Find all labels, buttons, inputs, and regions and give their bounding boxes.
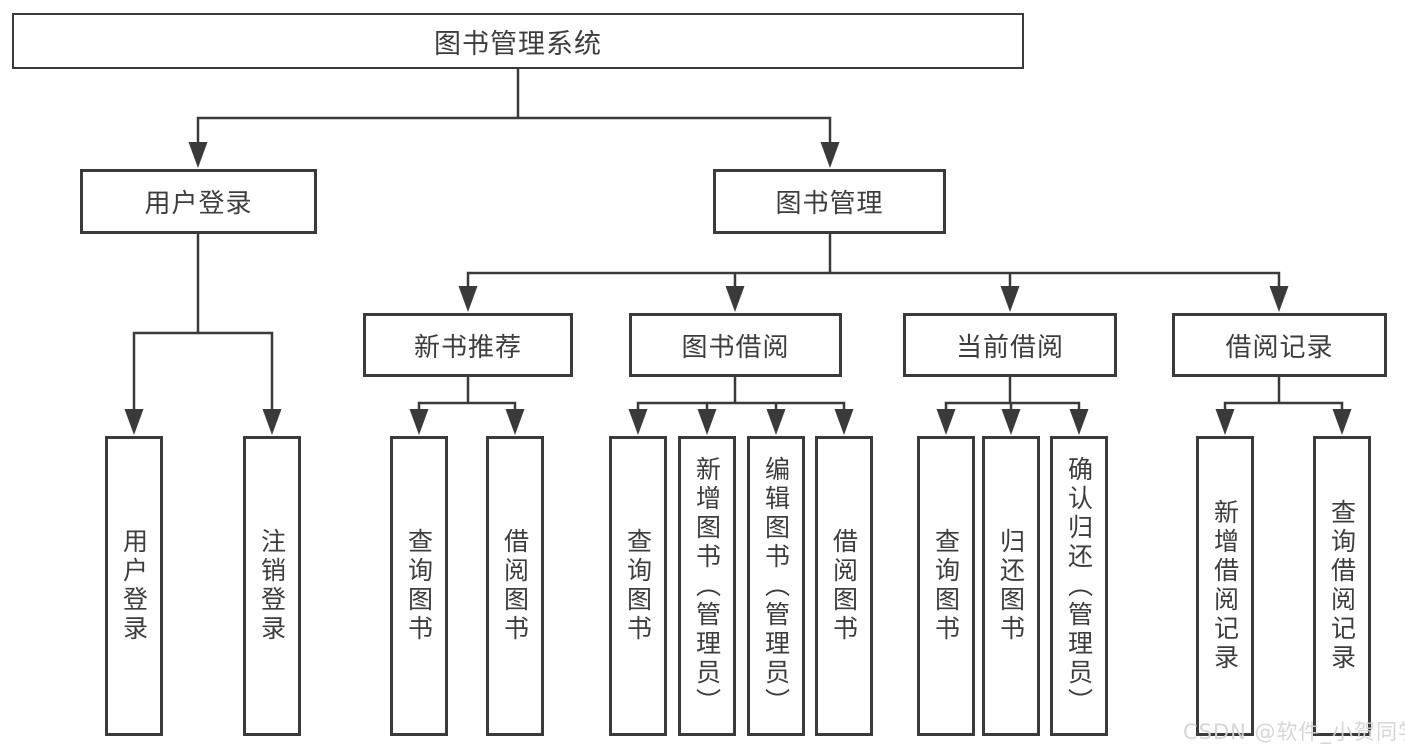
- leaf-borrow-borrow-books: 借阅图书: [815, 436, 873, 736]
- leaf-user-login: 用户登录: [105, 436, 163, 736]
- arrowhead-down-icon: [1269, 286, 1289, 312]
- arrowhead-down-icon: [505, 409, 525, 435]
- node-label: 注销登录: [257, 528, 287, 644]
- node-label: 借阅图书: [500, 528, 530, 644]
- node-label: 确认归还（管理员）: [1064, 455, 1094, 717]
- node-label: 借阅图书: [829, 528, 859, 644]
- node-book-borrow: 图书借阅: [629, 313, 842, 377]
- node-label: 图书借阅: [681, 332, 790, 363]
- node-borrow-records: 借阅记录: [1172, 313, 1387, 377]
- node-label: 编辑图书（管理员）: [761, 455, 791, 717]
- arrowhead-down-icon: [725, 286, 745, 312]
- leaf-newbook-borrow-books: 借阅图书: [486, 436, 544, 736]
- leaf-current-return-books: 归还图书: [982, 436, 1040, 736]
- arrowhead-down-icon: [834, 409, 854, 435]
- arrowhead-down-icon: [936, 409, 956, 435]
- connector-userlogin-to-leaves: [132, 233, 274, 415]
- arrowhead-down-icon: [262, 409, 282, 435]
- arrowhead-down-icon: [124, 409, 144, 435]
- arrowhead-down-icon: [697, 409, 717, 435]
- leaf-newbook-query-books: 查询图书: [390, 436, 448, 736]
- node-label: 图书管理: [775, 189, 884, 219]
- node-label: 借阅记录: [1225, 332, 1334, 363]
- arrowhead-down-icon: [628, 409, 648, 435]
- arrowhead-down-icon: [1215, 409, 1235, 435]
- leaf-current-confirm-return-admin: 确认归还（管理员）: [1050, 436, 1108, 736]
- arrowhead-down-icon: [409, 409, 429, 435]
- node-label: 用户登录: [119, 528, 149, 644]
- arrowhead-down-icon: [458, 286, 478, 312]
- leaf-record-query-borrow-record: 查询借阅记录: [1313, 436, 1371, 736]
- node-label: 查询图书: [931, 528, 961, 644]
- leaf-borrow-add-books-admin: 新增图书（管理员）: [678, 436, 736, 736]
- node-label: 图书管理系统: [434, 28, 602, 60]
- connector-borrowrecord-to-leaves: [1223, 376, 1344, 415]
- arrowhead-down-icon: [766, 409, 786, 435]
- node-label: 查询图书: [623, 528, 653, 644]
- leaf-borrow-edit-books-admin: 编辑图书（管理员）: [747, 436, 805, 736]
- leaf-borrow-query-books: 查询图书: [609, 436, 667, 736]
- node-label: 新增借阅记录: [1210, 499, 1240, 673]
- arrowheads: [124, 142, 1352, 435]
- node-label: 当前借阅: [955, 332, 1064, 363]
- node-label: 查询图书: [404, 528, 434, 644]
- arrowhead-down-icon: [820, 142, 840, 168]
- arrowhead-down-icon: [1001, 409, 1021, 435]
- connector-newbook-to-leaves: [417, 376, 517, 415]
- leaf-logout: 注销登录: [243, 436, 301, 736]
- arrowhead-down-icon: [188, 142, 208, 168]
- node-book-management: 图书管理: [713, 169, 946, 234]
- arrowhead-down-icon: [1069, 409, 1089, 435]
- node-current-borrow: 当前借阅: [903, 313, 1117, 377]
- node-label: 查询借阅记录: [1327, 499, 1357, 673]
- node-label: 新增图书（管理员）: [692, 455, 722, 717]
- leaf-record-add-borrow-record: 新增借阅记录: [1196, 436, 1254, 736]
- leaf-current-query-books: 查询图书: [917, 436, 975, 736]
- connector-root-to-level2: [196, 69, 832, 150]
- arrowhead-down-icon: [1332, 409, 1352, 435]
- node-user-login: 用户登录: [80, 169, 317, 234]
- node-label: 用户登录: [144, 189, 253, 219]
- csdn-watermark: CSDN @软件_小贺同学: [1183, 720, 1405, 744]
- arrowhead-down-icon: [1000, 286, 1020, 312]
- connector-bookborrow-to-leaves: [636, 376, 846, 415]
- node-root: 图书管理系统: [12, 13, 1024, 69]
- node-new-book-recommend: 新书推荐: [363, 313, 573, 377]
- connector-bookmgmt-to-level3: [466, 233, 1281, 292]
- node-label: 新书推荐: [413, 332, 522, 363]
- node-label: 归还图书: [996, 528, 1026, 644]
